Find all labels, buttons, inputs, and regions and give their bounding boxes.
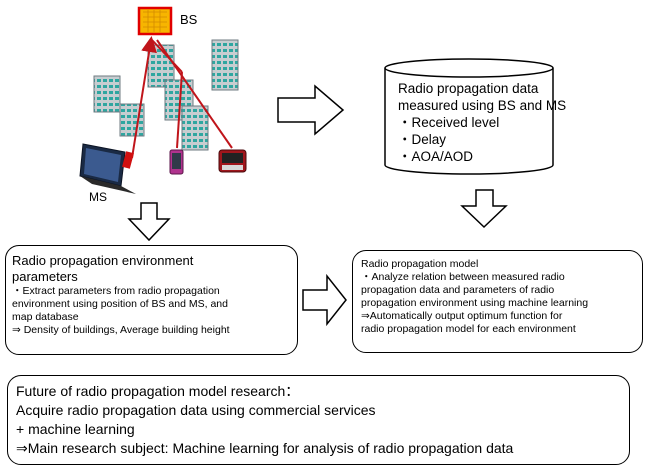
- future-line: ⇒Main research subject: Machine learning…: [16, 440, 514, 456]
- database-title-line2: measured using BS and MS: [398, 98, 567, 113]
- bs-label: BS: [180, 12, 198, 27]
- future-line: Future of radio propagation model resear…: [16, 383, 300, 399]
- model-line: ・Analyze relation between measured radio: [361, 271, 565, 283]
- arrow-right-middle: [302, 273, 347, 327]
- building-icon: [93, 39, 239, 151]
- model-line: propagation data and parameters of radio: [361, 284, 555, 296]
- arrow-right-top: [277, 84, 345, 136]
- env-title-line1: Radio propagation environment: [12, 253, 194, 268]
- laptop-icon: [79, 143, 136, 194]
- arrow-down-right: [460, 189, 508, 229]
- database-item: ・Received level: [398, 115, 500, 130]
- env-line: environment using position of BS and MS,…: [12, 298, 228, 310]
- ms-label: MS: [89, 190, 107, 204]
- propagation-model-box: Radio propagation model ・Analyze relatio…: [352, 250, 643, 353]
- phone-icon: [169, 149, 184, 175]
- handheld-device-icon: [218, 149, 247, 173]
- model-title: Radio propagation model: [361, 258, 479, 270]
- env-line: ⇒ Density of buildings, Average building…: [12, 324, 230, 336]
- env-line: ・Extract parameters from radio propagati…: [12, 285, 220, 297]
- database-item: ・AOA/AOD: [398, 149, 474, 164]
- database-cylinder: [384, 58, 554, 175]
- future-line: Acquire radio propagation data using com…: [16, 402, 376, 418]
- env-title-line2: parameters: [12, 269, 78, 284]
- database-text: Radio propagation data measured using BS…: [398, 80, 566, 165]
- future-research-box: Future of radio propagation model resear…: [7, 375, 630, 465]
- model-line: ⇒Automatically output optimum function f…: [361, 310, 563, 322]
- model-line: radio propagation model for each environ…: [361, 323, 576, 335]
- model-line: propagation environment using machine le…: [361, 297, 589, 309]
- future-line: + machine learning: [16, 421, 135, 437]
- database-title-line1: Radio propagation data: [398, 81, 539, 96]
- base-station-icon: [137, 6, 173, 36]
- database-item: ・Delay: [398, 132, 447, 147]
- propagation-links: [131, 36, 233, 159]
- env-line: map database: [12, 311, 79, 323]
- environment-parameters-box: Radio propagation environment parameters…: [5, 245, 298, 355]
- arrow-down-left: [127, 202, 171, 242]
